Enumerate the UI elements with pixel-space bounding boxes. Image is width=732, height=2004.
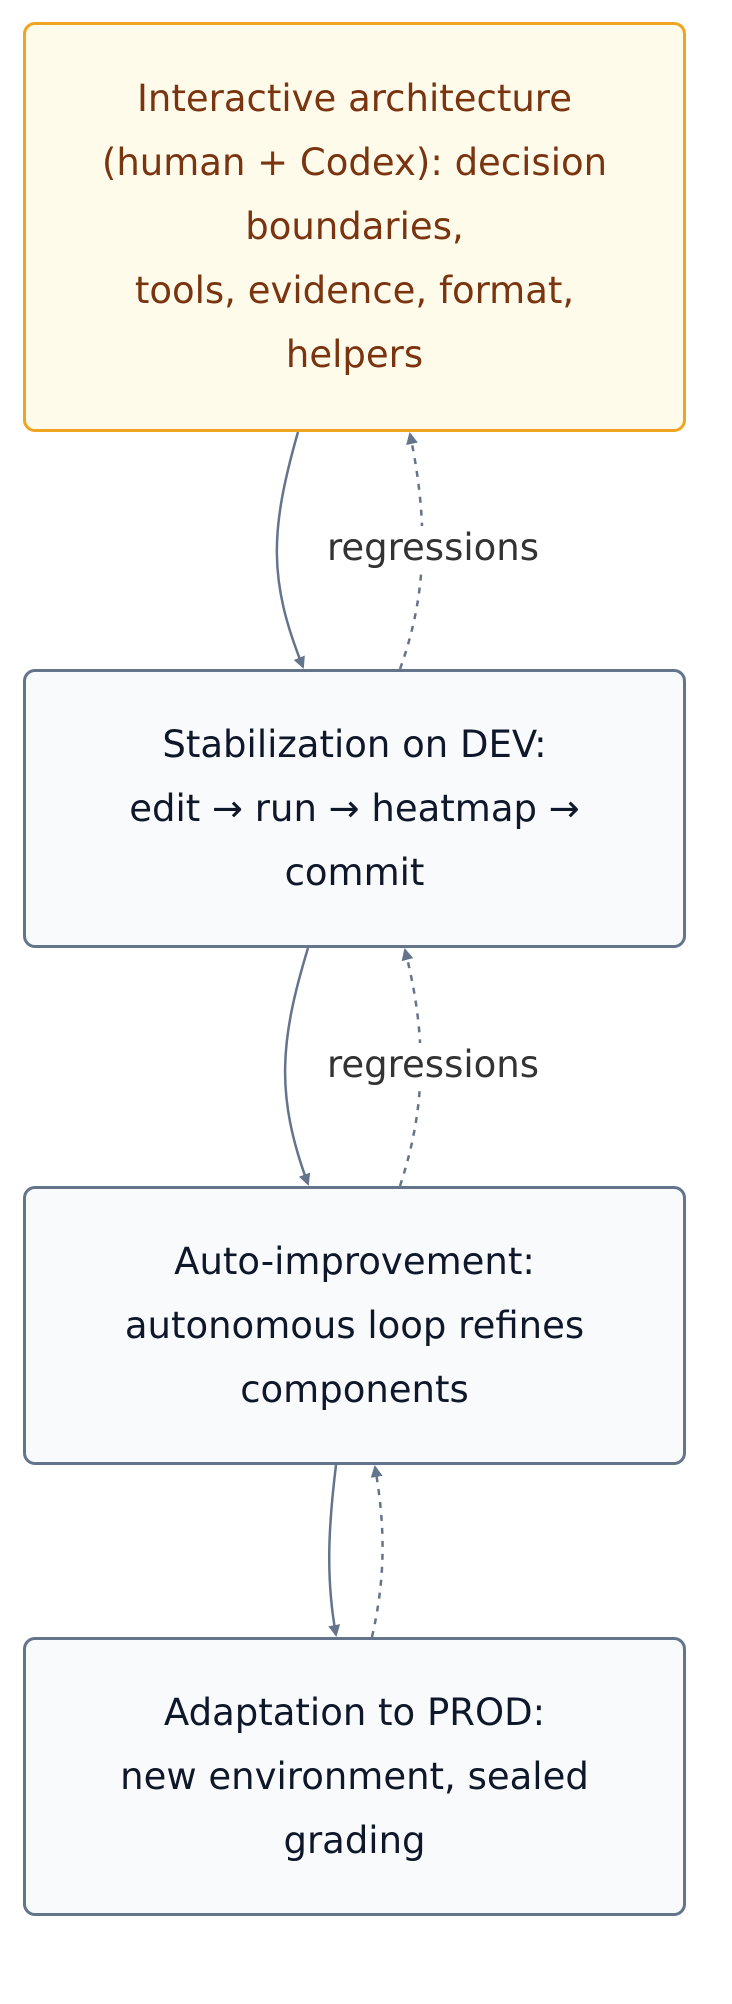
node-adaptation-prod: Adaptation to PROD: new environment, sea…: [23, 1637, 686, 1916]
node-adaptation-prod-label: Adaptation to PROD: new environment, sea…: [120, 1690, 589, 1862]
node-interactive-architecture-label: Interactive architecture (human + Codex)…: [101, 77, 608, 376]
edge-adaptation-to-auto: [370, 1465, 384, 1638]
node-interactive-architecture: Interactive architecture (human + Codex)…: [23, 22, 686, 432]
edge-label-regressions-dev: regressions: [323, 526, 544, 570]
node-stabilization-dev: Stabilization on DEV: edit → run → heatm…: [23, 669, 686, 948]
edge-label-regressions-auto: regressions: [323, 1043, 544, 1087]
edge-auto-to-adaptation: [328, 1464, 341, 1637]
node-auto-improvement-label: Auto-improvement: autonomous loop refine…: [124, 1239, 585, 1411]
node-stabilization-dev-label: Stabilization on DEV: edit → run → heatm…: [129, 722, 580, 894]
node-auto-improvement: Auto-improvement: autonomous loop refine…: [23, 1186, 686, 1465]
edge-auto-to-stabilization: [398, 948, 422, 1187]
edge-stabilization-to-auto: [283, 947, 311, 1186]
edge-architecture-to-stabilization: [275, 431, 305, 669]
